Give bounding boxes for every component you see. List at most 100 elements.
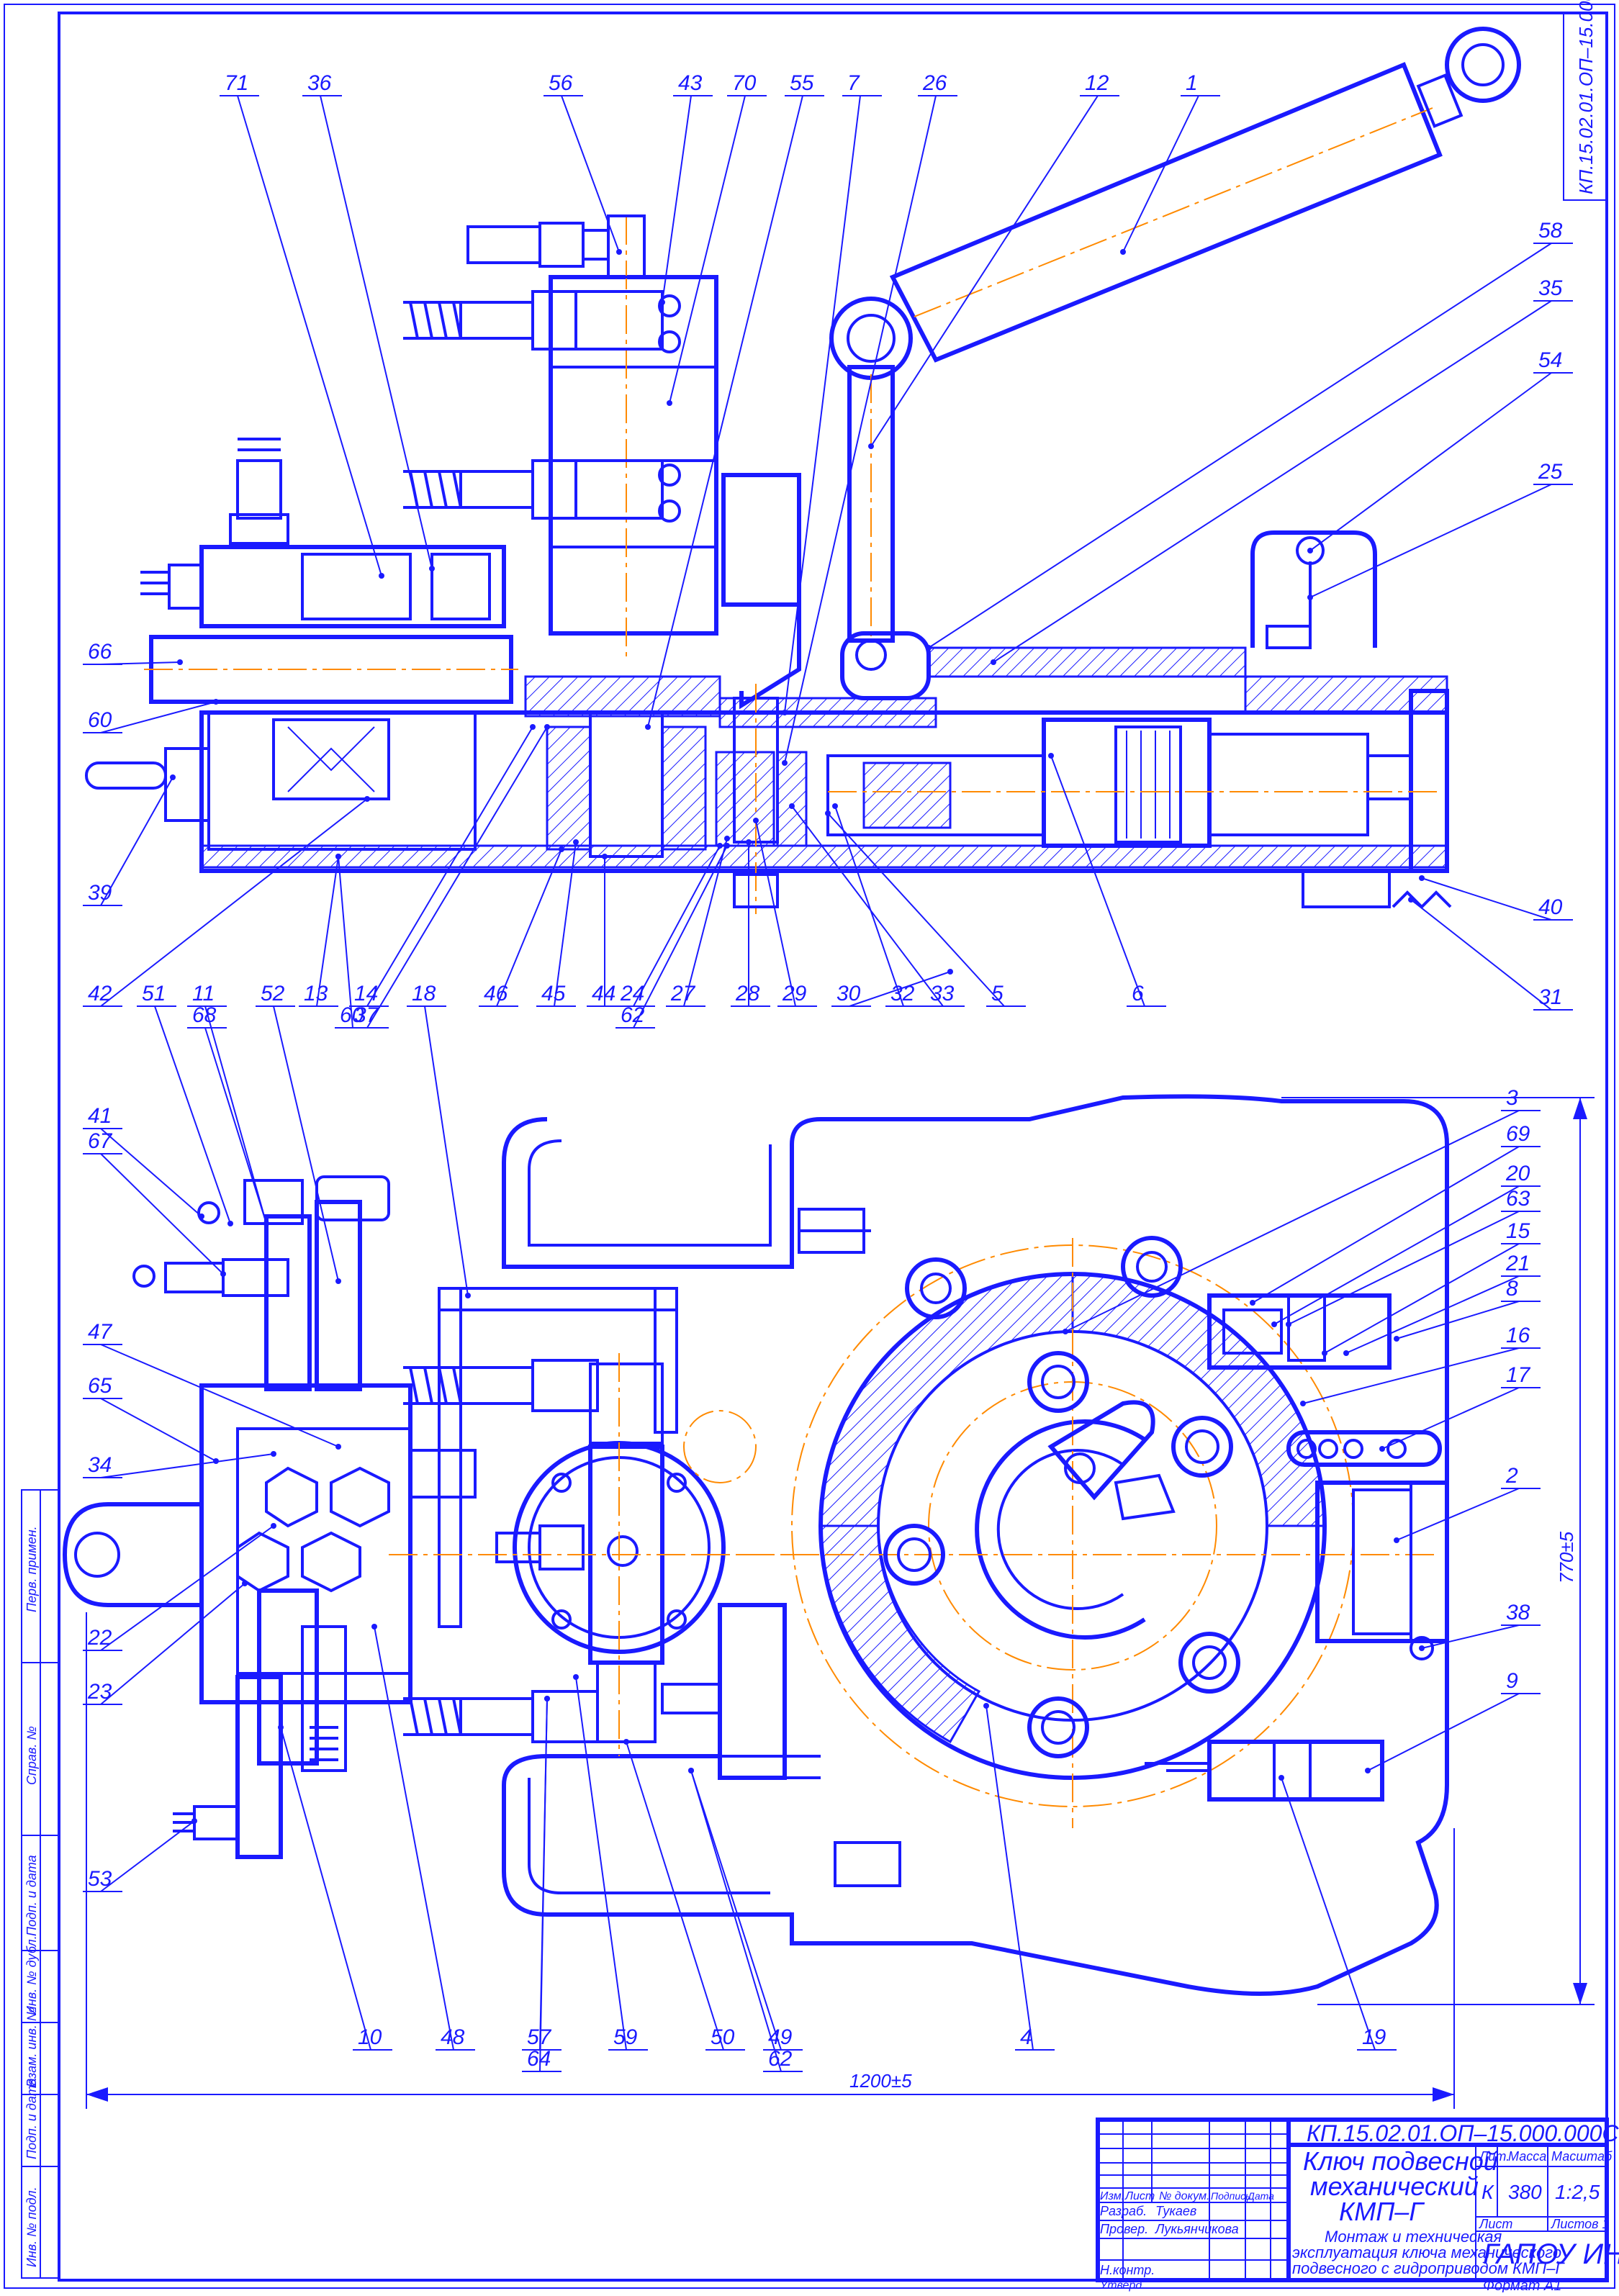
organization: ГАПОУ ИНК [1483,2238,1619,2270]
title-line2: механический [1310,2171,1479,2201]
bottom-callout-leader-27 [1324,1243,1520,1354]
bottom-callout-leader-19 [690,1770,782,2051]
bottom-callout-label-59: 59 [613,2025,638,2049]
bottom-callout-leader-0 [154,1005,231,1224]
top-callout-dot-27 [724,836,730,841]
bottom-callout-dot-0 [227,1221,233,1226]
top-callout-leader-2 [561,95,620,253]
bottom-callout-dot-2 [263,1221,269,1226]
bottom-callout-dot-3 [335,1278,341,1284]
bottom-callout-leader-23 [1065,1110,1520,1332]
top-callout-leader-31 [834,805,904,1007]
top-callout-leader-26 [633,845,728,1029]
bottom-callout-label-22: 22 [87,1626,112,1650]
bottom-callout-leader-2 [204,1027,267,1224]
top-callout-label-25: 25 [1538,460,1563,484]
valve-block [403,214,718,662]
bottom-callout-label-4: 4 [1020,2025,1032,2049]
bottom-callout-label-19: 19 [1362,2025,1386,2049]
bottom-callout-dot-32 [1394,1537,1399,1543]
bottom-callout-dot-22 [1278,1775,1284,1781]
sheets-label: Листов 1 [1551,2217,1610,2231]
top-callout-dot-5 [645,724,651,730]
top-callout-dot-33 [825,810,831,816]
top-section-view [85,27,1521,914]
top-callout-label-55: 55 [790,71,814,95]
subtitle-line3: подвесного с гидроприводом КМП–Г [1292,2259,1565,2277]
top-callout-dot-10 [926,645,932,651]
bracket-part [721,473,801,607]
top-callout-label-39: 39 [88,881,112,905]
bottom-callout-dot-12 [191,1818,197,1824]
bottom-callout-label-49: 49 [768,2025,793,2049]
strip-label-2: Подп. и дата [24,1855,39,1936]
top-callout-label-54: 54 [1538,348,1562,372]
top-callout-dot-9 [1120,249,1126,255]
strip-label-5: Подп. и дата [24,2078,39,2159]
dim-height-text: 770±5 [1556,1531,1577,1583]
top-callout-dot-14 [177,659,183,665]
top-callout-dot-1 [429,566,435,571]
top-callout-label-46: 46 [484,982,508,1005]
top-callout-leader-12 [1309,372,1552,551]
name-checker: Лукьянчикова [1155,2222,1239,2236]
top-callout-leader-29 [755,820,796,1007]
title-line1: Ключ подвесной [1303,2146,1498,2176]
dim-width-text: 1200±5 [849,2070,912,2092]
col-list: Лист [1124,2190,1155,2202]
top-callout-label-30: 30 [836,982,861,1005]
top-callout-leader-4 [669,95,746,404]
strip-label-6: Инв. № подл. [24,2187,39,2267]
bottom-callout-dot-29 [1394,1336,1399,1342]
top-callout-dot-4 [667,400,672,406]
top-callout-label-40: 40 [1538,895,1563,919]
top-callout-label-1: 1 [1186,71,1198,95]
bottom-callout-dot-20 [688,1768,694,1773]
strip-label-1: Справ. № [24,1726,39,1785]
jaw [1047,1400,1155,1501]
bottom-callout-leader-14 [374,1626,454,2051]
top-callout-label-56: 56 [549,71,573,95]
top-callout-dot-28 [746,839,752,845]
top-callout-dot-19 [335,854,341,859]
bottom-callout-label-15: 15 [1506,1219,1530,1243]
bottom-callout-leader-18 [626,1741,724,2051]
bottom-callout-label-38: 38 [1506,1601,1530,1624]
bottom-callout-dot-23 [1063,1329,1068,1334]
control-block [63,1175,477,1859]
top-callout-leader-0 [237,95,382,577]
top-callout-leader-10 [928,243,1552,648]
top-callout-label-14: 14 [354,982,378,1005]
stamp-box [1563,12,1607,201]
subtitle-line1: Монтаж и техническая [1325,2228,1502,2246]
bottom-callout-dot-33 [1419,1645,1425,1651]
dimension-height: 770±5 [1281,1097,1595,2005]
bottom-callout-leader-17 [575,1676,627,2051]
top-callout-label-6: 6 [1132,982,1144,1005]
outer-contour [502,1094,1449,1996]
top-callout-dot-16 [170,774,176,780]
bottom-callout-label-69: 69 [1506,1122,1530,1146]
bottom-callout-label-17: 17 [1506,1363,1531,1387]
top-callout-dot-3 [659,299,665,305]
top-callout-dot-22 [559,846,564,852]
top-callout-label-58: 58 [1538,219,1563,243]
bottom-callout-leader-6 [100,1153,224,1275]
top-callout-label-35: 35 [1538,276,1563,300]
top-callout-dot-31 [832,803,838,809]
mass-header: Масса [1508,2149,1546,2164]
top-callout-dot-24 [602,854,608,859]
top-callout-label-60: 60 [340,1003,364,1027]
top-callout-dot-13 [1307,595,1313,600]
top-callout-dot-6 [782,710,788,715]
bottom-callout-leader-12 [100,1820,195,1892]
bottom-callout-dot-4 [465,1293,471,1298]
bottom-callout-dot-21 [983,1703,989,1709]
top-callout-label-62: 62 [621,1003,645,1027]
bottom-callout-leader-30 [1302,1347,1520,1404]
bottom-callout-leader-21 [986,1705,1034,2051]
bottom-callout-leader-25 [1273,1185,1520,1325]
bottom-callout-dot-14 [371,1624,377,1630]
top-callout-dot-32 [789,803,795,809]
